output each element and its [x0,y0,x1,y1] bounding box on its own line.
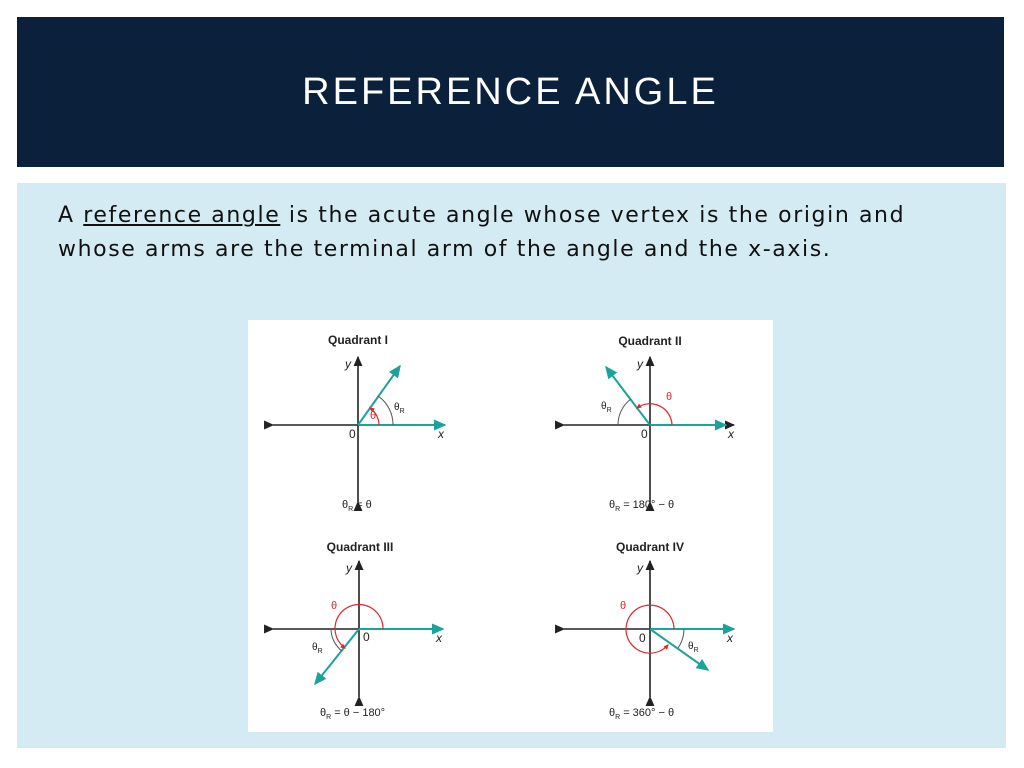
theta-r-arc [330,628,343,652]
quadrant-1-title: Quadrant I [328,333,388,347]
theta-arc [636,403,673,426]
theta-r-label: θR [312,642,323,655]
theta-r-label: θR [688,641,699,654]
theta-r-arc [617,398,632,426]
origin-label: 0 [363,630,370,644]
x-label: x [437,427,445,441]
intro-rest: is the acute angle whose vertex is the o… [58,203,906,262]
quadrant-4-title: Quadrant IV [616,540,684,554]
theta-r-arc [377,395,394,426]
quadrant-2-formula: θR= 180° − θ [609,499,674,513]
terminal-arm [649,628,710,671]
quadrant-2-title: Quadrant II [618,334,681,348]
origin-label: 0 [641,427,648,441]
quadrant-3: Quadrant III θ θR 0 x y θR= θ − 180° [264,540,445,721]
origin-label: 0 [349,427,356,441]
y-label: y [636,357,644,371]
quadrant-figure: Quadrant I θ θR 0 x y θR= θ Quadrant II … [248,320,773,732]
quadrant-3-title: Quadrant III [327,540,394,554]
terminal-arm [605,365,651,426]
quadrant-4: Quadrant IV θ θR 0 x y θR= 360° − θ [555,540,736,721]
theta-label: θ [331,600,337,612]
origin-label: 0 [639,631,646,645]
definition-text: A reference angle is the acute angle who… [58,199,968,267]
quadrant-1-formula: θR= θ [342,499,372,513]
terminal-arm [357,364,401,426]
x-label: x [726,631,734,645]
quadrant-2: Quadrant II θ θR 0 x y θR= 180° − θ [555,334,736,513]
quadrant-3-formula: θR= θ − 180° [320,707,385,721]
quadrant-diagram: Quadrant I θ θR 0 x y θR= θ Quadrant II … [264,333,736,721]
term-reference-angle: reference angle [83,203,281,228]
theta-r-label: θR [601,401,612,414]
x-label: x [727,427,735,441]
theta-label: θ [666,391,672,403]
x-label: x [435,631,443,645]
theta-r-label: θR [394,402,405,415]
y-label: y [345,561,353,575]
y-label: y [344,357,352,371]
theta-arc [625,604,675,654]
title-bar: REFERENCE ANGLE [17,17,1004,167]
quadrant-1: Quadrant I θ θR 0 x y θR= θ [264,333,447,513]
slide-title: REFERENCE ANGLE [302,70,719,113]
theta-label: θ [620,600,626,612]
intro-prefix: A [58,203,75,228]
theta-arc [369,407,380,426]
y-label: y [636,561,644,575]
theta-r-arc [677,628,685,649]
theta-arc [334,603,384,649]
quadrant-4-formula: θR= 360° − θ [609,707,674,721]
theta-label: θ [370,410,376,422]
terminal-arm [314,628,360,686]
